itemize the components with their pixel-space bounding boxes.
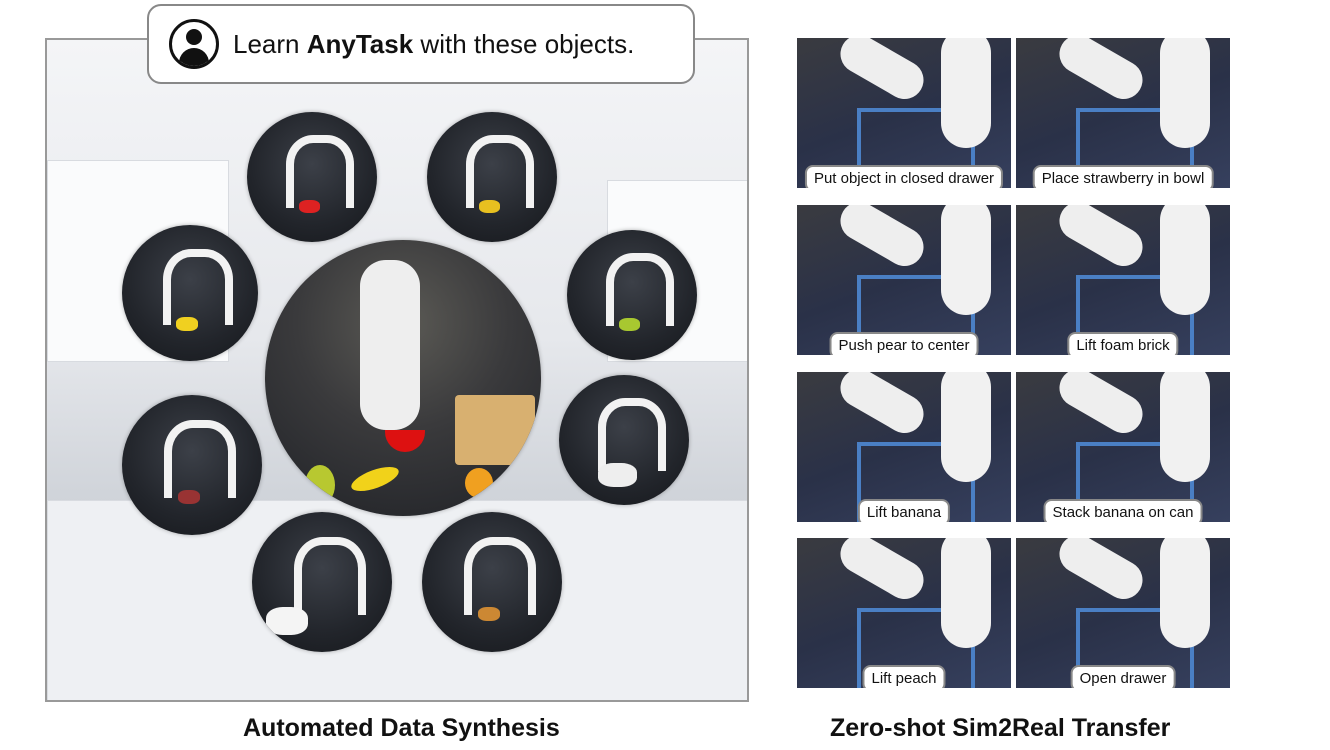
sim-bench xyxy=(47,500,747,700)
sim-circle-banana xyxy=(122,225,258,361)
task-label: Lift foam brick xyxy=(1067,332,1179,355)
task-photo: Open drawer xyxy=(1016,538,1230,688)
task-label: Lift peach xyxy=(862,665,946,688)
peach-object xyxy=(465,468,493,498)
right-caption: Zero-shot Sim2Real Transfer xyxy=(830,714,1171,742)
sim-circle-brick xyxy=(122,395,262,535)
task-photo: Put object in closed drawer xyxy=(797,38,1011,188)
task-photo: Stack banana on can xyxy=(1016,372,1230,522)
task-photo: Lift banana xyxy=(797,372,1011,522)
bowl-object xyxy=(385,430,425,452)
task-label: Push pear to center xyxy=(829,332,979,355)
pear-object xyxy=(305,465,335,505)
real-objects-circle xyxy=(265,240,541,516)
task-label: Lift banana xyxy=(857,499,951,522)
task-photo: Lift peach xyxy=(797,538,1011,688)
task-label: Open drawer xyxy=(1070,665,1176,688)
drawer-object xyxy=(455,395,535,465)
task-label: Place strawberry in bowl xyxy=(1032,165,1214,188)
task-label: Stack banana on can xyxy=(1043,499,1203,522)
sim-circle-drawer xyxy=(559,375,689,505)
task-photo: Push pear to center xyxy=(797,205,1011,355)
user-icon xyxy=(169,19,219,69)
sim-circle-can xyxy=(422,512,562,652)
sim-circle-pick xyxy=(427,112,557,242)
sim-circle-box xyxy=(252,512,392,652)
left-caption: Automated Data Synthesis xyxy=(243,714,560,742)
task-photo: Place strawberry in bowl xyxy=(1016,38,1230,188)
banana-object xyxy=(348,461,402,497)
task-label: Put object in closed drawer xyxy=(804,165,1004,188)
prompt-text: Learn AnyTask with these objects. xyxy=(233,28,635,59)
sim-circle-strawberry xyxy=(247,112,377,242)
simulation-scene xyxy=(45,38,749,702)
sim-circle-pear xyxy=(567,230,697,360)
task-photo: Lift foam brick xyxy=(1016,205,1230,355)
instruction-bubble: Learn AnyTask with these objects. xyxy=(147,4,695,84)
